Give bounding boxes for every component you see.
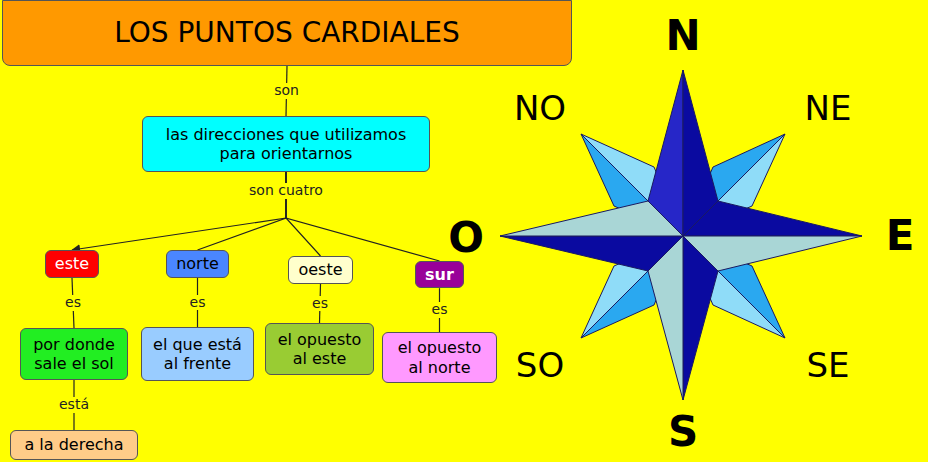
concept-box: por donde sale el sol (20, 328, 128, 380)
node-text: el que está al frente (147, 335, 248, 373)
node-text: las direcciones que utilizamos para orie… (148, 125, 424, 163)
edge-label: es (430, 302, 450, 317)
compass-letter: N (665, 15, 700, 57)
node-text: por donde sale el sol (26, 335, 122, 373)
node-text: el opuesto al norte (388, 338, 491, 376)
compass-letter: SO (516, 348, 564, 382)
edge-label: está (57, 397, 91, 412)
node-text: el opuesto al este (271, 330, 368, 368)
node-text: a la derecha (24, 435, 123, 454)
compass-letter: NO (514, 91, 566, 125)
edge-label: es (63, 295, 83, 310)
concept-box: sur (415, 261, 464, 288)
edge-label: son (272, 83, 301, 98)
compass-letter: SE (806, 348, 849, 382)
edge-label: es (310, 296, 330, 311)
compass-letter: E (886, 215, 915, 257)
concept-box: este (45, 250, 99, 278)
compass-letter: O (448, 217, 484, 259)
node-text: norte (176, 254, 219, 273)
compass-letter: S (668, 411, 698, 453)
concept-box: el que está al frente (141, 327, 254, 381)
concept-box: a la derecha (10, 430, 138, 460)
concept-box: el opuesto al norte (382, 332, 497, 383)
edge-label: es (188, 295, 208, 310)
concept-box: las direcciones que utilizamos para orie… (142, 116, 430, 172)
concept-box: oeste (288, 256, 353, 284)
node-text: LOS PUNTOS CARDIALES (114, 16, 460, 50)
title-box: LOS PUNTOS CARDIALES (2, 0, 572, 66)
node-text: oeste (298, 260, 342, 279)
concept-box: el opuesto al este (265, 323, 374, 375)
node-text: este (55, 254, 89, 273)
node-text: sur (425, 265, 454, 284)
compass-letter: NE (805, 91, 852, 125)
edge-label: son cuatro (247, 183, 325, 198)
concept-box: norte (166, 250, 229, 278)
